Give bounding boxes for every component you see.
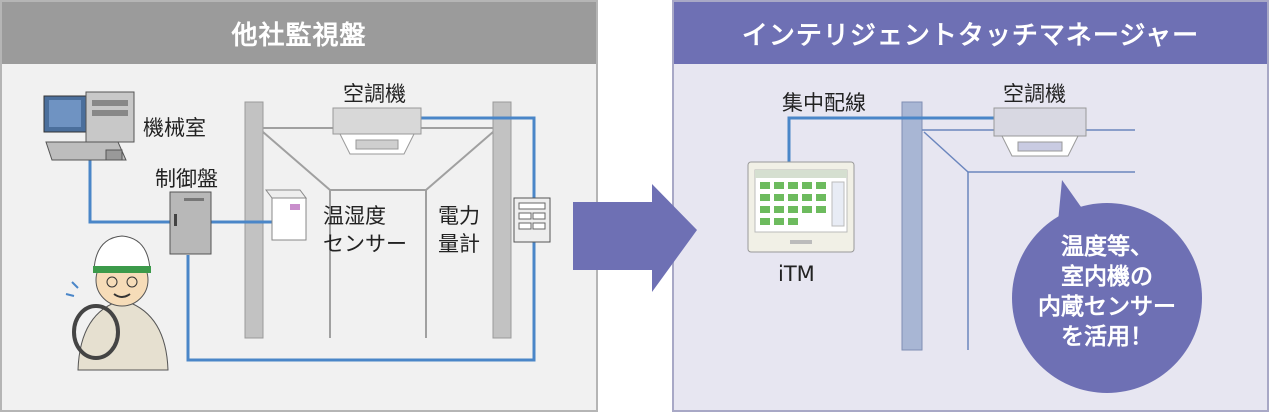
right-air-conditioner-label: 空調機 [1003, 82, 1066, 106]
worker-illustration-icon [65, 235, 169, 371]
right-building-frame [901, 101, 1135, 351]
power-meter-icon [513, 197, 551, 243]
central-wiring-label: 集中配線 [782, 91, 866, 115]
right-wiring [787, 116, 994, 162]
bubble-line: を活用！ [1061, 324, 1153, 350]
sensor-label-line2: センサー [323, 232, 407, 256]
left-building-frame [244, 101, 512, 339]
speech-bubble-icon [1012, 180, 1202, 393]
meter-label-line2: 量計 [438, 232, 480, 256]
bubble-line: 室内機の [1061, 264, 1153, 290]
left-panel-title: 他社監視盤 [2, 2, 596, 64]
left-air-conditioner-unit [332, 107, 422, 155]
left-air-conditioner-label: 空調機 [343, 82, 406, 106]
bubble-line: 温度等、 [1061, 234, 1153, 260]
left-wiring [88, 116, 536, 362]
temp-humidity-sensor-icon [265, 189, 307, 241]
transition-arrow-icon [573, 184, 697, 292]
control-panel-icon [169, 191, 212, 255]
itm-device-icon [747, 161, 855, 253]
meter-label-line1: 電力 [438, 204, 480, 228]
speech-bubble-text: 温度等、 室内機の 内蔵センサー を活用！ [1022, 232, 1192, 352]
itm-label: iTM [778, 262, 815, 286]
computer-icon [43, 91, 135, 161]
machine-room-label: 機械室 [143, 116, 206, 140]
sensor-label-line1: 温湿度 [323, 204, 386, 228]
bubble-line: 内蔵センサー [1038, 294, 1176, 320]
right-air-conditioner-unit [993, 107, 1087, 157]
control-panel-label: 制御盤 [155, 167, 218, 191]
right-panel-title: インテリジェントタッチマネージャー [674, 2, 1267, 64]
